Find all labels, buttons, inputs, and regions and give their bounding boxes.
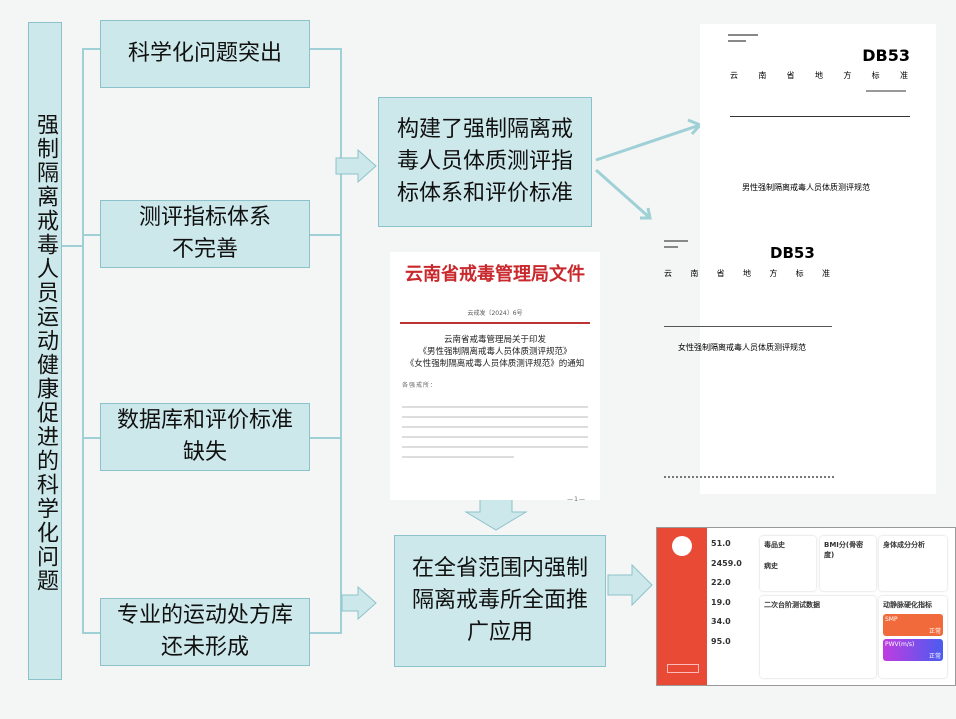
standard-male-title: 男性强制隔离戒毒人员体质测评规范 [742, 183, 870, 192]
main-problem-box: 强制隔离戒毒人员运动健康促进的科学化问题 [28, 22, 62, 680]
problem-box-3: 数据库和评价标准 缺失 [100, 403, 310, 471]
card-drug-history: 毒品史病史 [760, 536, 816, 591]
arrow-down-icon [464, 497, 528, 531]
standard-code: DB53 [862, 46, 910, 65]
card-bmi: BMI分(骨密度) [820, 536, 876, 591]
card-step-test: 二次台阶测试数据 [760, 596, 876, 678]
value: 51.0 [711, 539, 731, 548]
notice-greeting: 各强戒所： [402, 382, 438, 389]
metric-pwv: PWV(m/s)正常 [883, 639, 943, 661]
notice-page: —1— [567, 496, 586, 503]
notice-document: 云南省戒毒管理局文件 云戒发〔2024〕6号 云南省戒毒管理局关于印发 《男性强… [390, 252, 600, 503]
notice-title-line: 《男性强制隔离戒毒人员体质测评规范》 [418, 347, 572, 357]
value: 2459.0 [711, 558, 742, 568]
notice-title-line: 《女性强制隔离戒毒人员体质测评规范》的通知 [405, 359, 585, 369]
arrow-right-icon [335, 148, 377, 184]
problem-box-2: 测评指标体系 不完善 [100, 200, 310, 268]
avatar [672, 536, 692, 556]
card-body-composition: 身体成分分析 [879, 536, 947, 591]
standard-female-title: 女性强制隔离戒毒人员体质测评规范 [678, 343, 806, 352]
standards-document: DB53 云 南 省 地 方 标 准 男性强制隔离戒毒人员体质测评规范 DB53… [664, 24, 936, 494]
standard-header: 云 南 省 地 方 标 准 [664, 269, 830, 278]
dashboard-screenshot: 51.0 2459.0 22.0 19.0 34.0 95.0 毒品史病史 BM… [656, 527, 956, 686]
standard-header: 云 南 省 地 方 标 准 [730, 71, 908, 80]
arrow-right-icon [341, 585, 377, 621]
dashboard-values: 51.0 2459.0 22.0 19.0 34.0 95.0 [711, 534, 753, 651]
problem-box-4: 专业的运动处方库 还未形成 [100, 598, 310, 666]
bracket-line [82, 48, 84, 634]
problem-box-1: 科学化问题突出 [100, 20, 310, 88]
value: 22.0 [711, 578, 731, 587]
apply-box: 在全省范围内强制隔离戒毒所全面推广应用 [394, 535, 606, 667]
standard-code: DB53 [770, 244, 815, 262]
value: 95.0 [711, 636, 731, 646]
arrow-right-icon [607, 563, 653, 607]
notice-title-line: 云南省戒毒管理局关于印发 [443, 335, 546, 345]
result-box: 构建了强制隔离戒毒人员体质测评指标体系和评价标准 [378, 97, 592, 227]
dashboard-sidebar [657, 528, 707, 685]
notice-org: 云南省戒毒管理局文件 [405, 264, 585, 285]
value: 19.0 [711, 597, 731, 607]
notice-doc-no: 云戒发〔2024〕6号 [467, 310, 523, 317]
value: 34.0 [711, 617, 731, 626]
